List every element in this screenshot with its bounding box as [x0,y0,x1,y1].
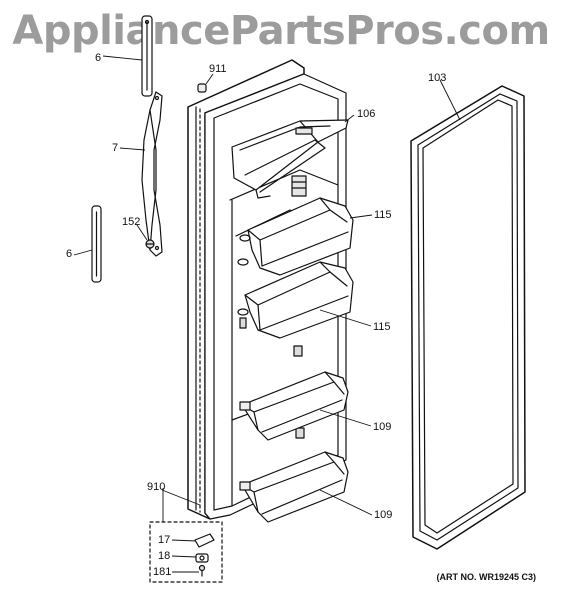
door-handle[interactable] [141,91,163,257]
callout-103: 103 [428,72,447,84]
dispenser-cover[interactable] [231,119,349,199]
callout-17: 17 [158,534,171,546]
leader-lines [73,55,461,573]
callout-106: 106 [357,108,376,120]
art-number: (ART NO. WR19245 C3) [436,572,536,582]
callout-152: 152 [122,216,141,228]
watermark: AppliancePartsPros.com [12,8,550,54]
door-bin-109-lower[interactable] [239,451,349,523]
door-bin-upper[interactable] [237,197,354,276]
handle-mount-bottom[interactable] [91,205,102,283]
hinge-parts-box[interactable] [149,521,223,583]
callout-6-top: 6 [95,52,102,64]
door-bin-109-upper[interactable] [239,371,349,441]
callout-115-top: 115 [374,209,392,221]
callout-181: 181 [153,566,172,578]
screw-152[interactable] [145,239,155,249]
door-gasket[interactable] [410,85,526,550]
door-bin-lower[interactable] [237,261,354,339]
callout-911: 911 [209,63,227,75]
callout-910: 910 [147,481,166,493]
callout-115-bottom: 115 [373,321,391,333]
callout-18: 18 [158,550,171,562]
handle-mount-top[interactable] [141,15,153,97]
callout-6-bottom: 6 [66,248,73,260]
callout-7: 7 [112,142,119,154]
callout-109-top: 109 [373,421,392,433]
cap-911[interactable] [197,83,207,93]
callout-109-bottom: 109 [374,509,393,521]
